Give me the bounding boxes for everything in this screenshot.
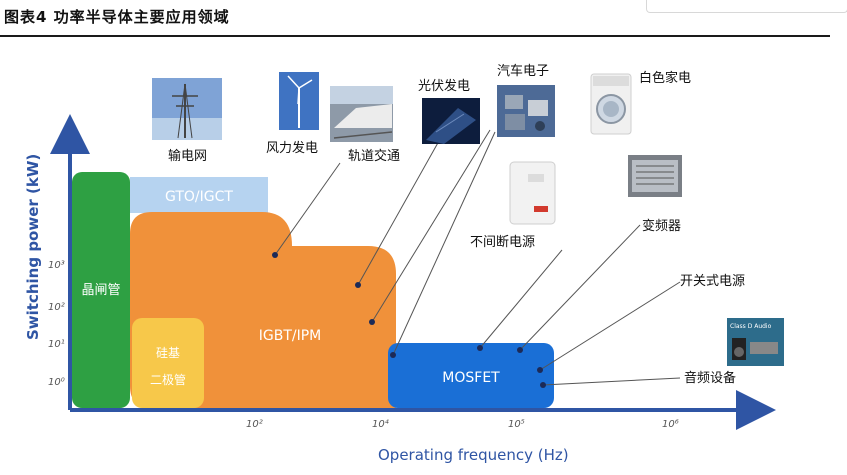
x-axis-label: Operating frequency (Hz) [378, 446, 569, 464]
y-tick: 10³ [48, 260, 65, 271]
x-tick: 10⁵ [508, 419, 525, 430]
top-right-box [646, 0, 847, 13]
mosfet-label: MOSFET [442, 370, 500, 386]
leader-lines [274, 99, 681, 386]
audio-device-image: Class D Audio [727, 318, 784, 366]
y-tick: 10² [48, 302, 65, 313]
inverter-image [628, 155, 682, 197]
audio-label: 音频设备 [684, 370, 736, 386]
inverter-label: 变频器 [642, 218, 681, 234]
y-tick: 10⁰ [48, 377, 65, 388]
diode-label-line2: 二极管 [150, 372, 186, 387]
auto-electronics-image [497, 85, 555, 137]
thyristor-region [72, 172, 130, 408]
ups-label: 不间断电源 [470, 235, 535, 250]
gto-label: GTO/IGCT [165, 189, 233, 205]
diode-label-line1: 硅基 [156, 346, 180, 360]
wind-turbine-image [279, 72, 319, 130]
leader-dots [272, 252, 546, 388]
mosfet-region [388, 343, 554, 408]
pv-panel-image [422, 98, 480, 144]
smps-label: 开关式电源 [680, 274, 745, 289]
audio-badge: Class D Audio [730, 323, 772, 330]
figure-title: 图表4 功率半导体主要应用领域 [4, 8, 230, 26]
thyristor-label: 晶闸管 [81, 283, 120, 298]
appliance-label: 白色家电 [639, 70, 691, 86]
x-tick: 10² [246, 419, 263, 430]
rail-label: 轨道交通 [348, 148, 400, 164]
washing-machine-image [590, 73, 632, 135]
pv-label: 光伏发电 [418, 78, 470, 94]
wind-label: 风力发电 [266, 140, 318, 156]
x-tick: 10⁶ [662, 419, 679, 430]
title-divider [0, 35, 830, 37]
diode-region [132, 318, 204, 408]
gto-region [130, 177, 268, 213]
grid-label: 输电网 [168, 148, 207, 164]
y-tick: 10¹ [48, 339, 65, 350]
auto-label: 汽车电子 [497, 63, 549, 79]
ups-image [509, 161, 556, 225]
rail-image [330, 86, 393, 142]
x-tick: 10⁴ [372, 418, 389, 430]
igbt-label: IGBT/IPM [259, 328, 322, 344]
power-grid-image [152, 78, 222, 140]
y-axis-label: Switching power (kW) [24, 154, 42, 340]
